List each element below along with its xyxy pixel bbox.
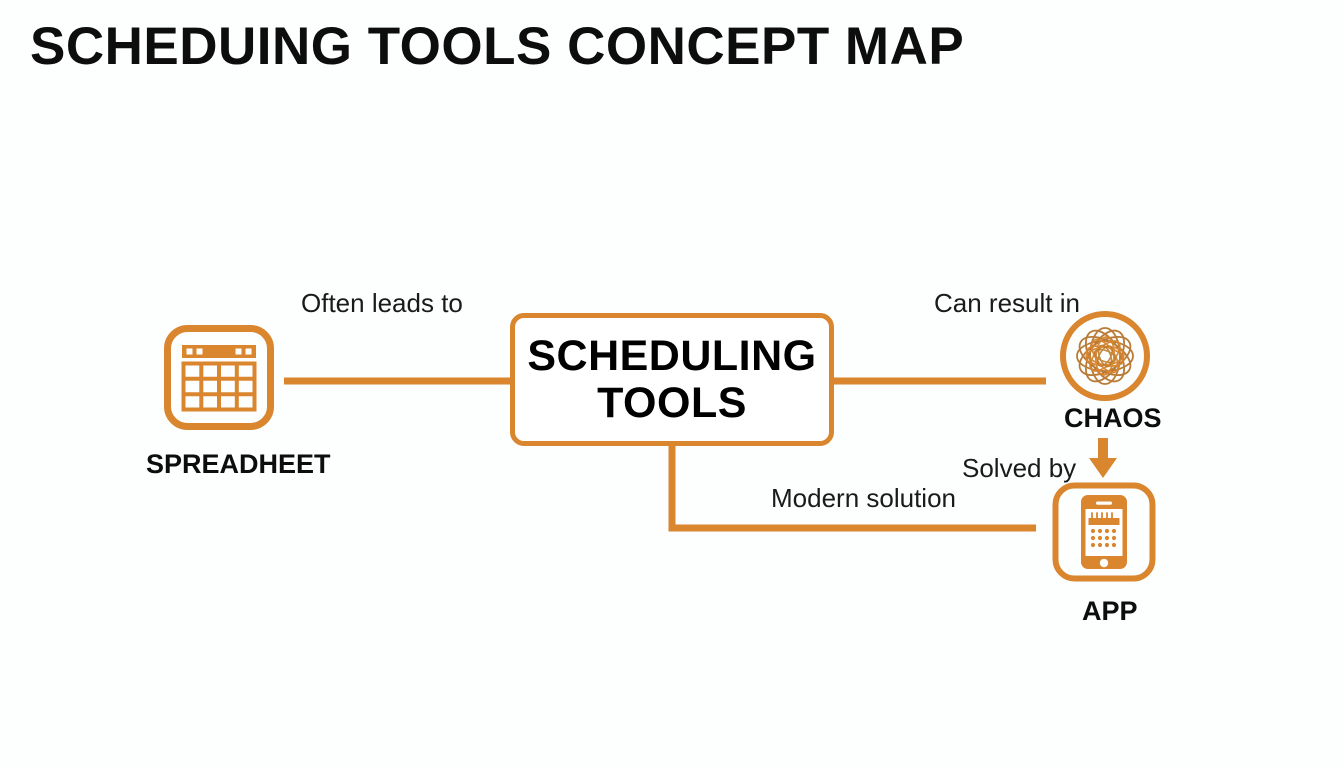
connector-center-to-app (668, 444, 1036, 532)
edge-label-solved-by: Solved by (962, 453, 1077, 483)
page-title: SCHEDUING TOOLS CONCEPT MAP (30, 17, 965, 76)
edge-label-can-result-in: Can result in (934, 288, 1080, 318)
node-caption-spreadsheet: SPREADHEET (146, 449, 331, 479)
central-label-line-1: SCHEDULING (527, 332, 817, 381)
arrow-down-icon (1085, 438, 1121, 480)
node-scheduling-tools[interactable]: SCHEDULING TOOLS (510, 313, 834, 446)
central-label-line-2: TOOLS (597, 378, 747, 427)
chaos-tangle-icon[interactable] (1059, 310, 1151, 402)
node-caption-app: APP (1082, 596, 1138, 626)
node-caption-chaos: CHAOS (1064, 403, 1162, 433)
edge-label-modern-solution: Modern solution (771, 483, 956, 513)
spreadsheet-icon[interactable] (164, 325, 274, 430)
edge-label-often-leads-to: Often leads to (301, 288, 463, 318)
node-scheduling-tools-label: SCHEDULING TOOLS (527, 333, 816, 426)
mobile-app-calendar-icon[interactable] (1052, 482, 1156, 582)
